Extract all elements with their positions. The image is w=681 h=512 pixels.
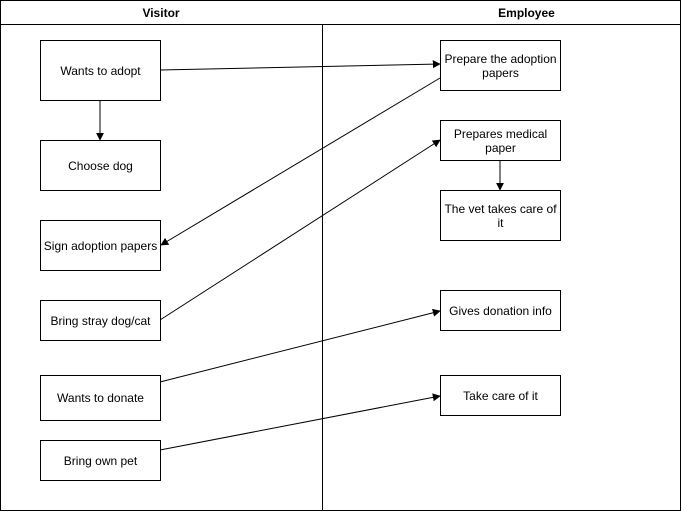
node-sign-adoption-papers[interactable]: Sign adoption papers <box>40 220 161 271</box>
node-bring-own-pet[interactable]: Bring own pet <box>40 440 161 481</box>
lane-title-employee: Employee <box>498 6 555 20</box>
node-take-care-of-it[interactable]: Take care of it <box>440 375 561 416</box>
node-wants-to-donate[interactable]: Wants to donate <box>40 375 161 421</box>
arrow-stray-to-medical <box>159 139 441 321</box>
lane-title-visitor: Visitor <box>142 6 180 20</box>
arrow-prepare-papers-to-sign <box>160 77 441 246</box>
node-wants-to-adopt[interactable]: Wants to adopt <box>40 40 161 101</box>
arrow-donate-to-donation-info <box>159 308 441 383</box>
node-vet-takes-care[interactable]: The vet takes care of it <box>440 190 561 241</box>
node-gives-donation-info[interactable]: Gives donation info <box>440 290 561 331</box>
arrow-own-pet-to-take-care <box>159 393 441 451</box>
node-bring-stray[interactable]: Bring stray dog/cat <box>40 300 161 341</box>
node-prepares-medical-paper[interactable]: Prepares medical paper <box>440 120 561 161</box>
arrow-adopt-to-prepare-papers <box>159 60 441 71</box>
node-choose-dog[interactable]: Choose dog <box>40 140 161 191</box>
node-prepare-adoption-papers[interactable]: Prepare the adoption papers <box>440 40 561 91</box>
